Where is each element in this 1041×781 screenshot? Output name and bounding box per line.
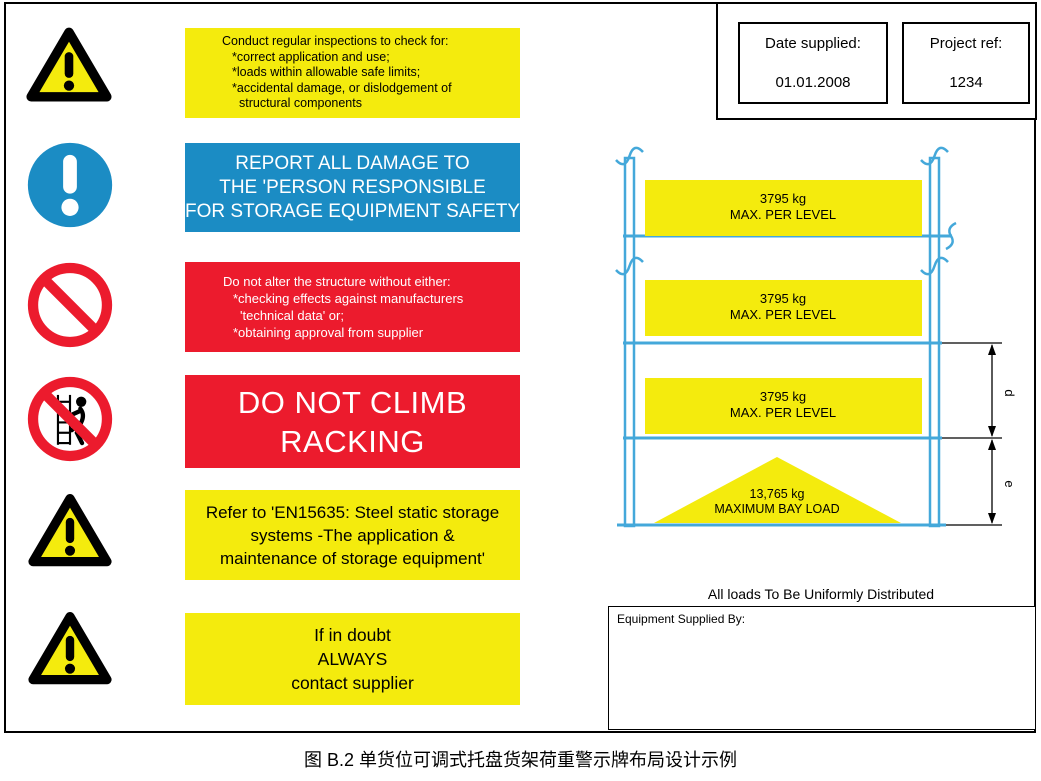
project-ref-label: Project ref: [929, 35, 1003, 52]
level-load-sign: 3795 kg MAX. PER LEVEL [645, 378, 922, 434]
warning-triangle-icon [28, 610, 112, 692]
sign-line: Do not alter the structure without eithe… [223, 274, 451, 289]
bay-load-value: 13,765 kg [750, 487, 805, 501]
racking-diagram: 3795 kg MAX. PER LEVEL 3795 kg MAX. PER … [615, 146, 1017, 528]
sign-line: *accidental damage, or dislodgement of [232, 80, 452, 95]
sign-line: systems -The application & [250, 525, 455, 545]
level-load-caption: MAX. PER LEVEL [730, 207, 836, 222]
uniform-load-note: All loads To Be Uniformly Distributed [707, 586, 935, 602]
sign-line: *checking effects against manufacturers [233, 291, 464, 306]
sign-line: maintenance of storage equipment' [219, 548, 486, 568]
figure-caption: 图 B.2 单货位可调式托盘货架荷重警示牌布局设计示例 [303, 750, 738, 770]
date-supplied-value: 01.01.2008 [775, 74, 851, 91]
project-ref-value: 1234 [949, 74, 983, 91]
no-climbing-icon [27, 376, 113, 467]
level-load-value: 3795 kg [760, 291, 806, 306]
level-load-sign: 3795 kg MAX. PER LEVEL [645, 180, 922, 236]
dimension-arrows [988, 344, 996, 524]
break-symbol [945, 221, 957, 251]
warning-triangle-icon [28, 492, 112, 574]
date-supplied-box: Date supplied: 01.01.2008 [738, 22, 888, 104]
bay-load-caption: MAXIMUM BAY LOAD [714, 502, 839, 516]
equipment-supplier-box: Equipment Supplied By: [608, 606, 1036, 730]
sign-line: RACKING [280, 423, 425, 459]
break-symbol [920, 256, 949, 276]
do-not-climb-sign: DO NOT CLIMB RACKING [185, 375, 520, 468]
equipment-supplier-label: Equipment Supplied By: [617, 612, 746, 626]
date-supplied-label: Date supplied: [765, 35, 861, 52]
bay-load-sign: 13,765 kg MAXIMUM BAY LOAD [654, 457, 901, 523]
break-symbol [615, 256, 644, 276]
sign-line: *loads within allowable safe limits; [232, 65, 421, 80]
sign-line: THE 'PERSON RESPONSIBLE [219, 176, 486, 198]
sign-line: *correct application and use; [232, 49, 390, 64]
break-symbol [615, 146, 644, 166]
sign-line: If in doubt [314, 625, 391, 645]
do-not-alter-sign: Do not alter the structure without eithe… [185, 262, 520, 352]
dim-e-label: e [1002, 480, 1017, 487]
mandatory-exclamation-icon [27, 142, 113, 233]
inspection-sign: Conduct regular inspections to check for… [185, 28, 520, 118]
if-in-doubt-sign: If in doubt ALWAYS contact supplier [185, 613, 520, 705]
sign-line: Refer to 'EN15635: Steel static storage [205, 502, 500, 522]
sign-line: ALWAYS [317, 649, 388, 669]
sign-line: contact supplier [291, 673, 414, 693]
prohibition-icon [27, 262, 113, 353]
dimension-lines [942, 342, 1002, 526]
sign-line: REPORT ALL DAMAGE TO [235, 152, 470, 174]
warning-triangle-icon [26, 26, 112, 109]
sign-line: structural components [239, 96, 362, 111]
level-load-sign: 3795 kg MAX. PER LEVEL [645, 280, 922, 336]
sign-line: *obtaining approval from supplier [233, 325, 424, 340]
project-ref-box: Project ref: 1234 [902, 22, 1030, 104]
level-load-caption: MAX. PER LEVEL [730, 307, 836, 322]
level-load-value: 3795 kg [760, 191, 806, 206]
report-damage-sign: REPORT ALL DAMAGE TO THE 'PERSON RESPONS… [185, 143, 524, 232]
refer-standard-sign: Refer to 'EN15635: Steel static storage … [185, 490, 520, 580]
dim-d-label: d [1002, 389, 1017, 396]
sign-line: FOR STORAGE EQUIPMENT SAFETY' [185, 200, 524, 222]
break-symbol [920, 146, 949, 166]
sign-line: DO NOT CLIMB [237, 384, 468, 420]
sign-line: 'technical data' or; [240, 308, 344, 323]
level-load-value: 3795 kg [760, 389, 806, 404]
sign-line: Conduct regular inspections to check for… [222, 34, 449, 49]
header-box: Date supplied: 01.01.2008 Project ref: 1… [716, 2, 1037, 120]
level-load-caption: MAX. PER LEVEL [730, 405, 836, 420]
